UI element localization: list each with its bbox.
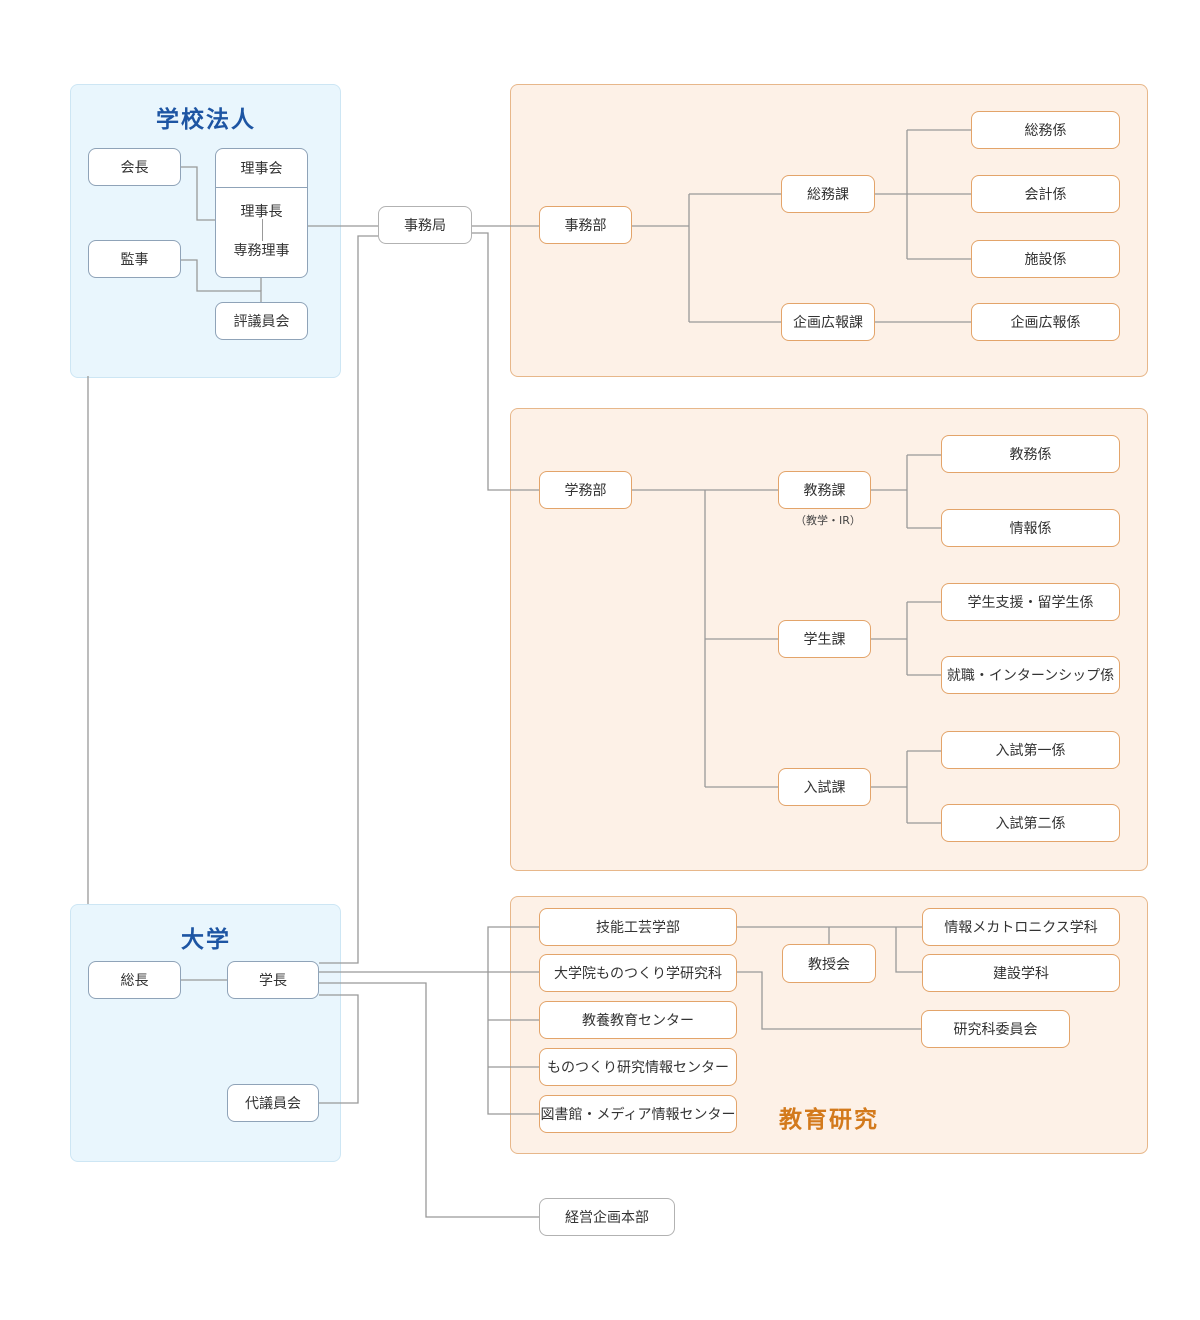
delegates-box[interactable]: 代議員会 <box>227 1084 319 1122</box>
sub-planning-pr[interactable]: 企画広報係 <box>971 303 1120 341</box>
academic-affairs-dept-box[interactable]: 学務部 <box>539 471 632 509</box>
connector <box>319 982 539 1218</box>
chairman-box[interactable]: 会長 <box>88 148 181 186</box>
education-research-title: 教育研究 <box>779 1107 879 1133</box>
section-admissions[interactable]: 入試課 <box>778 768 871 806</box>
dept-construction[interactable]: 建設学科 <box>922 954 1120 992</box>
auditor-box[interactable]: 監事 <box>88 240 181 278</box>
section-planning-pr[interactable]: 企画広報課 <box>781 303 875 341</box>
unit-graduate-school[interactable]: 大学院ものつくり学研究科 <box>539 954 737 992</box>
sub-student-support[interactable]: 学生支援・留学生係 <box>941 583 1120 621</box>
unit-library-media-center[interactable]: 図書館・メディア情報センター <box>539 1095 737 1133</box>
general-affairs-dept-box[interactable]: 事務部 <box>539 206 632 244</box>
section-general-affairs[interactable]: 総務課 <box>781 175 875 213</box>
president-box[interactable]: 総長 <box>88 961 181 999</box>
unit-research-info-center[interactable]: ものつくり研究情報センター <box>539 1048 737 1086</box>
dept-mechatronics[interactable]: 情報メカトロニクス学科 <box>922 908 1120 946</box>
board-label: 理事会 <box>216 149 307 188</box>
board-box[interactable]: 理事会 理事長 専務理事 <box>215 148 308 278</box>
sub-information[interactable]: 情報係 <box>941 509 1120 547</box>
section-academic[interactable]: 教務課 <box>778 471 871 509</box>
sub-academic[interactable]: 教務係 <box>941 435 1120 473</box>
sub-admissions-2[interactable]: 入試第二係 <box>941 804 1120 842</box>
sub-admissions-1[interactable]: 入試第一係 <box>941 731 1120 769</box>
unit-faculty[interactable]: 技能工芸学部 <box>539 908 737 946</box>
sub-career[interactable]: 就職・インターンシップ係 <box>941 656 1120 694</box>
secretariat-box[interactable]: 事務局 <box>378 206 472 244</box>
dean-box[interactable]: 学長 <box>227 961 319 999</box>
section-student[interactable]: 学生課 <box>778 620 871 658</box>
sub-general-affairs[interactable]: 総務係 <box>971 111 1120 149</box>
section-academic-note: （教学・IR） <box>795 514 861 527</box>
executive-director-label: 専務理事 <box>233 243 290 259</box>
councillors-box[interactable]: 評議員会 <box>215 302 308 340</box>
corporation-title: 学校法人 <box>156 107 256 133</box>
board-divider <box>262 219 263 241</box>
faculty-council-box[interactable]: 教授会 <box>782 944 876 983</box>
graduate-committee-box[interactable]: 研究科委員会 <box>921 1010 1070 1048</box>
sub-accounting[interactable]: 会計係 <box>971 175 1120 213</box>
board-chair-label: 理事長 <box>240 204 283 220</box>
university-title: 大学 <box>181 927 231 953</box>
management-planning-box[interactable]: 経営企画本部 <box>539 1198 675 1236</box>
sub-facilities[interactable]: 施設係 <box>971 240 1120 278</box>
unit-liberal-arts-center[interactable]: 教養教育センター <box>539 1001 737 1039</box>
